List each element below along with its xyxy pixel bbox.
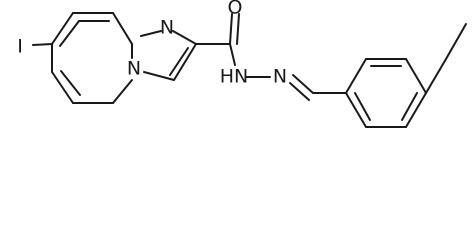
atom-label-iodine: I (17, 36, 23, 58)
atom-label-amide-nitrogen: HN (220, 66, 249, 88)
atom-label-carbonyl-oxygen: O (228, 0, 243, 19)
bond-lines (32, 12, 467, 128)
atom-labels: I N N O HN N (17, 0, 287, 88)
atom-label-bridgehead-nitrogen: N (127, 58, 141, 80)
atom-label-imine-nitrogen: N (273, 66, 287, 88)
atom-label-ring-nitrogen: N (160, 17, 174, 39)
chemical-structure-diagram: I N N O HN N (17, 0, 467, 128)
